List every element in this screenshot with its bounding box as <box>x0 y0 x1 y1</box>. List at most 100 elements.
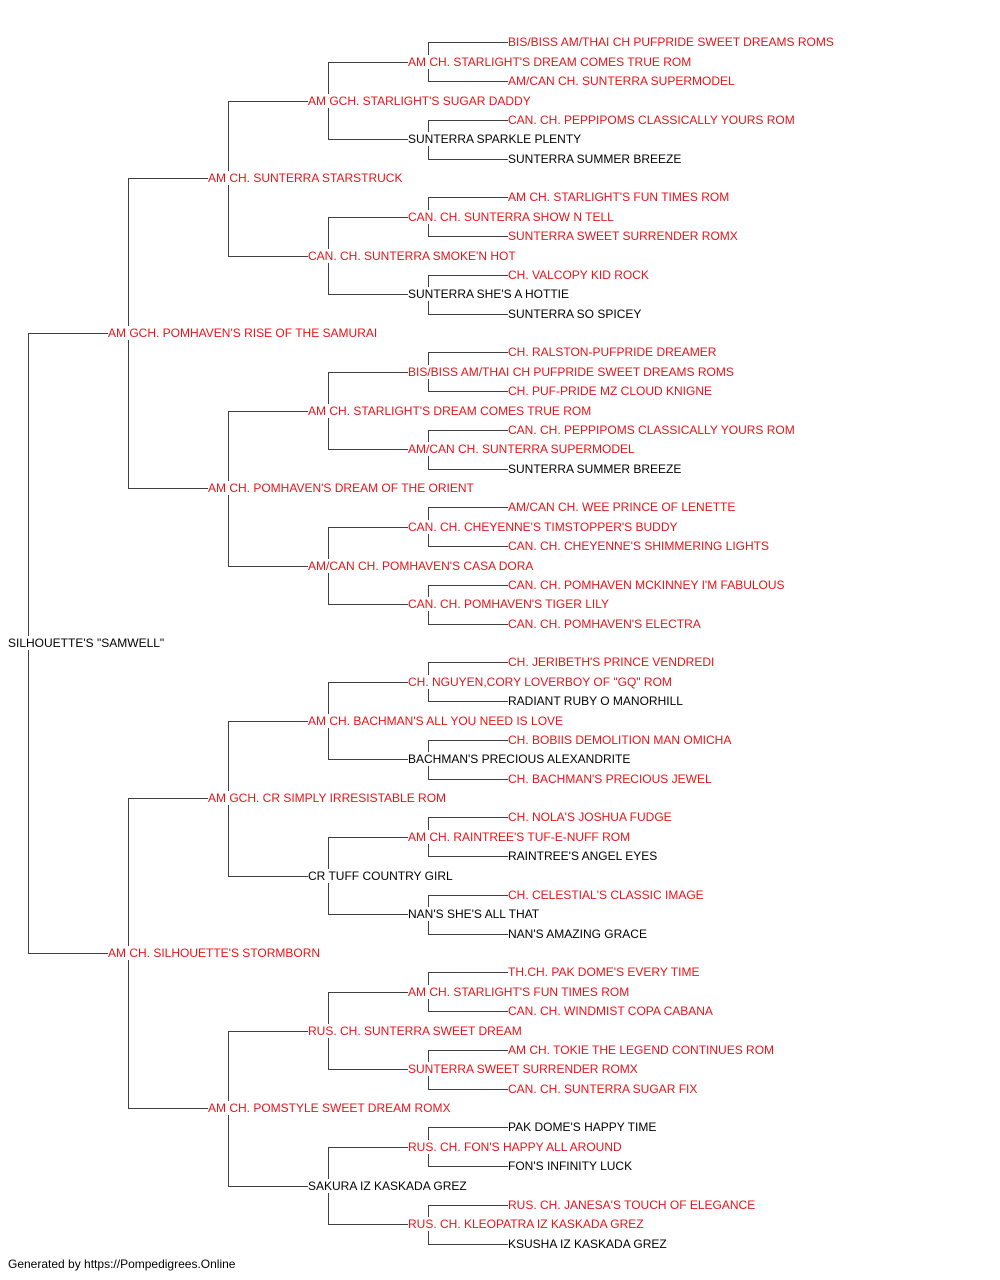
pedigree-name: BACHMAN'S PRECIOUS ALEXANDRITE <box>408 752 633 767</box>
connector-line <box>328 759 408 761</box>
connector-line <box>328 1069 408 1071</box>
connector-line <box>328 604 408 606</box>
connector-line <box>428 507 508 509</box>
pedigree-name: CH. RALSTON-PUFPRIDE DREAMER <box>508 345 719 360</box>
connector-line <box>328 294 408 296</box>
connector-line <box>428 429 508 431</box>
pedigree-name: RUS. CH. FON'S HAPPY ALL AROUND <box>408 1139 624 1154</box>
pedigree-name: AM GCH. POMHAVEN'S RISE OF THE SAMURAI <box>108 326 380 340</box>
pedigree-name: AM CH. TOKIE THE LEGEND CONTINUES ROM <box>508 1042 777 1057</box>
pedigree-name: RUS. CH. SUNTERRA SWEET DREAM <box>308 1023 524 1038</box>
pedigree-name: CAN. CH. WINDMIST COPA CABANA <box>508 1004 715 1019</box>
pedigree-name: CAN. CH. POMHAVEN'S ELECTRA <box>508 616 703 631</box>
connector-line <box>228 1030 308 1032</box>
connector-line <box>428 1166 508 1168</box>
connector-line <box>328 681 408 683</box>
pedigree-name: SUNTERRA SUMMER BREEZE <box>508 461 684 476</box>
pedigree-name: CH. NGUYEN,CORY LOVERBOY OF "GQ" ROM <box>408 674 674 689</box>
connector-line <box>428 1204 508 1206</box>
pedigree-name: AM GCH. CR SIMPLY IRRESISTABLE ROM <box>208 791 449 805</box>
pedigree-name: SAKURA IZ KASKADA GREZ <box>308 1178 469 1193</box>
connector-line <box>428 1127 508 1129</box>
pedigree-name: AM CH. POMHAVEN'S DREAM OF THE ORIENT <box>208 481 476 495</box>
pedigree-name: CAN. CH. PEPPIPOMS CLASSICALLY YOURS ROM <box>508 422 797 437</box>
connector-line <box>328 449 408 451</box>
connector-line <box>428 933 508 935</box>
pedigree-name: AM CH. STARLIGHT'S FUN TIMES ROM <box>408 984 632 999</box>
connector-line <box>428 778 508 780</box>
pedigree-name: SUNTERRA SWEET SURRENDER ROMX <box>408 1062 640 1077</box>
connector-line <box>428 701 508 703</box>
pedigree-name: KSUSHA IZ KASKADA GREZ <box>508 1236 669 1251</box>
connector-line <box>428 313 508 315</box>
connector-line <box>428 1011 508 1013</box>
connector-line <box>128 488 208 489</box>
connector-line <box>428 352 508 354</box>
connector-line <box>328 836 408 838</box>
connector-line <box>328 139 408 141</box>
pedigree-name: CH. CELESTIAL'S CLASSIC IMAGE <box>508 887 706 902</box>
pedigree-name: NAN'S AMAZING GRACE <box>508 926 649 941</box>
pedigree-name: CAN. CH. PEPPIPOMS CLASSICALLY YOURS ROM <box>508 112 797 127</box>
connector-line <box>328 991 408 993</box>
connector-line <box>28 953 108 954</box>
connector-line <box>428 739 508 741</box>
connector-line <box>428 623 508 625</box>
pedigree-name: CH. VALCOPY KID ROCK <box>508 267 651 282</box>
pedigree-name: PAK DOME'S HAPPY TIME <box>508 1120 659 1135</box>
pedigree-name: SILHOUETTE'S "SAMWELL" <box>8 636 167 650</box>
pedigree-name: AM/CAN CH. SUNTERRA SUPERMODEL <box>408 442 637 457</box>
pedigree-name: AM CH. BACHMAN'S ALL YOU NEED IS LOVE <box>308 713 566 728</box>
pedigree-name: CAN. CH. CHEYENNE'S SHIMMERING LIGHTS <box>508 539 771 554</box>
pedigree-name: AM/CAN CH. POMHAVEN'S CASA DORA <box>308 558 536 573</box>
generated-by-footer: Generated by https://Pompedigrees.Online <box>8 1257 236 1271</box>
connector-line <box>428 1049 508 1051</box>
pedigree-name: AM CH. STARLIGHT'S DREAM COMES TRUE ROM <box>308 403 594 418</box>
pedigree-name: AM CH. SILHOUETTE'S STORMBORN <box>108 946 323 960</box>
pedigree-name: SUNTERRA SO SPICEY <box>508 306 644 321</box>
connector-line <box>428 468 508 470</box>
pedigree-name: AM CH. STARLIGHT'S DREAM COMES TRUE ROM <box>408 54 694 69</box>
pedigree-name: CR TUFF COUNTRY GIRL <box>308 868 455 883</box>
connector-line <box>328 371 408 373</box>
pedigree-name: AM/CAN CH. SUNTERRA SUPERMODEL <box>508 74 737 89</box>
connector-line <box>28 333 108 334</box>
connector-line <box>328 914 408 916</box>
connector-line <box>328 1224 408 1226</box>
pedigree-name: CH. PUF-PRIDE MZ CLOUD KNIGNE <box>508 384 715 399</box>
pedigree-name: AM CH. STARLIGHT'S FUN TIMES ROM <box>508 190 732 205</box>
connector-line <box>228 1185 308 1187</box>
connector-line <box>428 158 508 160</box>
connector-line <box>428 546 508 548</box>
pedigree-name: SUNTERRA SUMMER BREEZE <box>508 151 684 166</box>
pedigree-name: SUNTERRA SHE'S A HOTTIE <box>408 287 571 302</box>
connector-line <box>428 894 508 896</box>
connector-line <box>428 236 508 238</box>
connector-line <box>328 526 408 528</box>
connector-line <box>428 119 508 121</box>
pedigree-name: CH. NOLA'S JOSHUA FUDGE <box>508 810 674 825</box>
pedigree-name: AM CH. RAINTREE'S TUF-E-NUFF ROM <box>408 829 633 844</box>
pedigree-name: CH. BOBIIS DEMOLITION MAN OMICHA <box>508 732 734 747</box>
connector-line <box>428 42 508 44</box>
connector-line <box>228 410 308 412</box>
pedigree-name: CH. BACHMAN'S PRECIOUS JEWEL <box>508 771 714 786</box>
pedigree-name: TH.CH. PAK DOME'S EVERY TIME <box>508 965 702 980</box>
pedigree-name: RUS. CH. KLEOPATRA IZ KASKADA GREZ <box>408 1217 646 1232</box>
connector-line <box>428 972 508 974</box>
pedigree-name: RUS. CH. JANESA'S TOUCH OF ELEGANCE <box>508 1197 758 1212</box>
connector-line <box>428 1243 508 1245</box>
connector-line <box>428 856 508 858</box>
pedigree-name: CAN. CH. SUNTERRA SHOW N TELL <box>408 209 616 224</box>
pedigree-name: SUNTERRA SWEET SURRENDER ROMX <box>508 229 740 244</box>
connector-line <box>328 1146 408 1148</box>
pedigree-name: AM CH. POMSTYLE SWEET DREAM ROMX <box>208 1101 453 1115</box>
connector-line <box>228 100 308 102</box>
connector-line <box>428 817 508 819</box>
pedigree-name: RADIANT RUBY O MANORHILL <box>508 694 685 709</box>
pedigree-name: CAN. CH. POMHAVEN MCKINNEY I'M FABULOUS <box>508 577 787 592</box>
connector-line <box>428 391 508 393</box>
pedigree-name: CAN. CH. SUNTERRA SMOKE'N HOT <box>308 248 518 263</box>
pedigree-name: FON'S INFINITY LUCK <box>508 1159 635 1174</box>
pedigree-name: AM GCH. STARLIGHT'S SUGAR DADDY <box>308 93 533 108</box>
